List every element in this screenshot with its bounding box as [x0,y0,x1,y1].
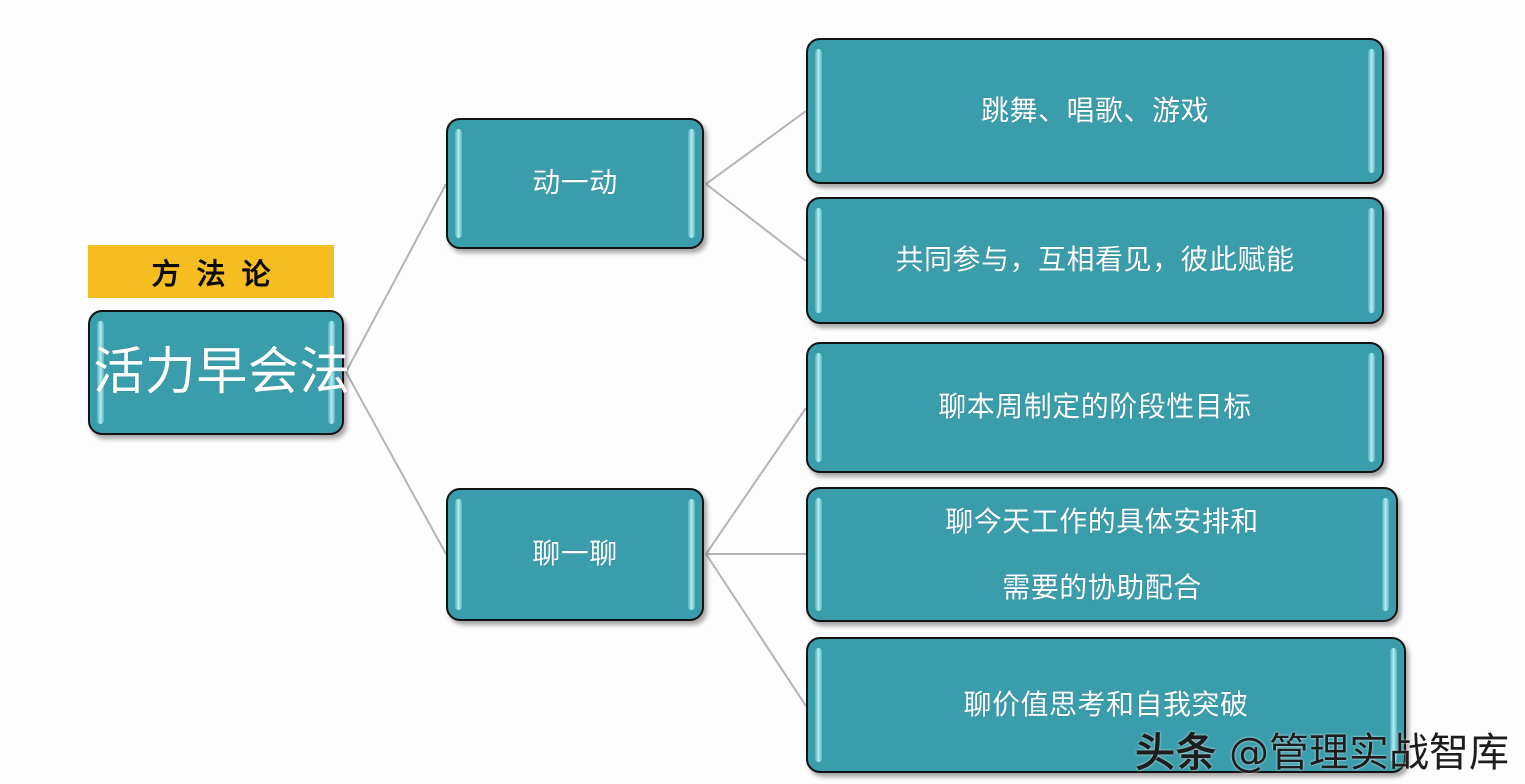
leaf-node-label: 聊本周制定的阶段性目标 [938,390,1252,424]
connector-move-to-leaf-0 [705,110,807,185]
watermark: 头条 @管理实战智库 [1135,720,1509,778]
leaf-node-label: 共同参与，互相看见，彼此赋能 [895,243,1295,277]
leaf-node-today-arrangements[interactable]: 聊今天工作的具体安排和 需要的协助配合 [806,487,1398,622]
leaf-node-label: 聊今天工作的具体安排和 需要的协助配合 [945,504,1259,604]
methodology-banner: 方法论 [88,245,334,298]
leaf-node-participate-together[interactable]: 共同参与，互相看见，彼此赋能 [806,197,1384,324]
connector-move-to-leaf-1 [705,183,807,262]
leaf-node-dance-sing-game[interactable]: 跳舞、唱歌、游戏 [806,38,1384,184]
leaf-node-label: 跳舞、唱歌、游戏 [980,93,1209,127]
connector-root-to-move [345,183,447,373]
watermark-brand: 头条 [1135,730,1217,776]
watermark-handle: @管理实战智库 [1229,730,1509,776]
root-node-label: 活力早会法 [93,342,351,402]
connector-chat-to-leaf-4 [705,553,807,707]
connector-root-to-chat [345,371,447,555]
connector-chat-to-leaf-2 [705,407,807,555]
root-node[interactable]: 活力早会法 [88,310,350,435]
leaf-node-weekly-goals[interactable]: 聊本周制定的阶段性目标 [806,342,1384,473]
leaf-node-value-breakthrough[interactable]: 聊价值思考和自我突破 [806,637,1406,773]
branch-node-move-label: 动一动 [532,166,618,200]
leaf-node-label: 聊价值思考和自我突破 [963,687,1249,721]
branch-node-chat[interactable]: 聊一聊 [446,488,704,621]
branch-node-move[interactable]: 动一动 [446,118,704,249]
methodology-banner-label: 方法论 [151,256,287,291]
branch-node-chat-label: 聊一聊 [532,537,618,571]
